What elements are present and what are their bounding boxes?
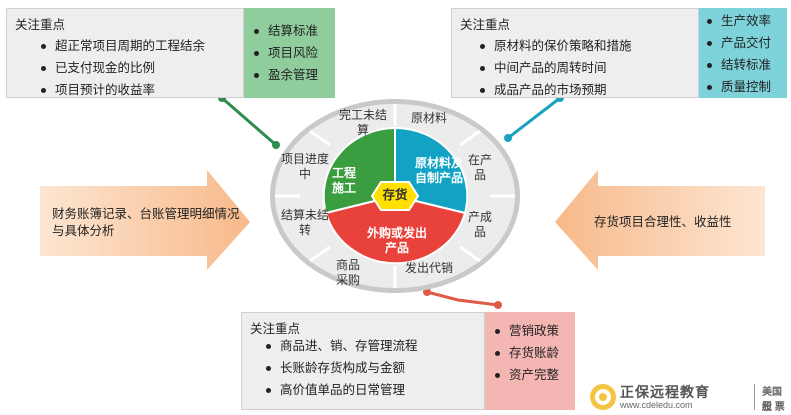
list-item: 高价值单品的日常管理 <box>266 379 418 401</box>
brand-watermark: 正保远程教育 www.cdeledu.com 美国纽 股 票 <box>586 380 791 415</box>
tag-list: 结算标准 项目风险 盈余管理 <box>254 20 318 86</box>
segment-label-consignment: 发出代销 <box>404 261 453 275</box>
brand-name: 正保远程教育 <box>620 384 710 400</box>
left-arrow-shape <box>40 170 250 270</box>
brand-extra-2: 股 票 <box>762 402 785 413</box>
focus-list: 超正常项目周期的工程结余 已支付现金的比例 项目预计的收益率 <box>41 35 205 101</box>
tag-item: 存货账龄 <box>495 342 559 364</box>
list-item: 超正常项目周期的工程结余 <box>41 35 205 57</box>
brand-divider <box>754 384 755 410</box>
tag-item: 营销政策 <box>495 320 559 342</box>
list-item: 长账龄存货构成与金额 <box>266 357 418 379</box>
focus-box-top-left: 关注重点 超正常项目周期的工程结余 已支付现金的比例 项目预计的收益率 <box>6 8 244 98</box>
focus-title: 关注重点 <box>15 18 66 32</box>
segment-label-work-in-progress: 在产品 <box>467 153 492 182</box>
list-item: 项目预计的收益率 <box>41 79 205 101</box>
tag-box-top-right: 生产效率 产品交付 结转标准 质量控制 <box>699 8 787 98</box>
core-label-outsourced: 外购或发出产品 <box>366 226 427 255</box>
list-item: 中间产品的周转时间 <box>480 57 632 79</box>
segment-label-purchasing: 商品采购 <box>335 258 360 287</box>
segment-label-settled-untransferred: 结算未结转 <box>280 208 329 237</box>
focus-box-bottom: 关注重点 商品进、销、存管理流程 长账龄存货构成与金额 高价值单品的日常管理 <box>241 312 485 410</box>
brand-extra-1: 美国纽 <box>762 387 782 413</box>
focus-title: 关注重点 <box>250 322 301 336</box>
brand-url: www.cdeledu.com <box>620 400 693 410</box>
tag-item: 盈余管理 <box>254 64 318 86</box>
list-item: 原材料的保价策略和措施 <box>480 35 632 57</box>
tag-item: 项目风险 <box>254 42 318 64</box>
tag-list: 生产效率 产品交付 结转标准 质量控制 <box>707 10 771 98</box>
tag-item: 结算标准 <box>254 20 318 42</box>
segment-label-finished-goods: 产成品 <box>467 210 492 239</box>
segment-label-raw-material: 原材料 <box>410 111 447 125</box>
tag-item: 结转标准 <box>707 54 771 76</box>
segment-label-in-progress: 项目进度中 <box>280 152 329 181</box>
left-arrow-text: 财务账簿记录、台账管理明细情况与具体分析 <box>52 207 240 238</box>
focus-title: 关注重点 <box>460 18 511 32</box>
tag-item: 产品交付 <box>707 32 771 54</box>
core-label-inventory: 存货 <box>382 188 408 202</box>
focus-box-top-right: 关注重点 原材料的保价策略和措施 中间产品的周转时间 成品产品的市场预期 <box>451 8 699 98</box>
core-label-construction: 工程施工 <box>331 166 356 195</box>
core-label-raw-made: 原材料及自制产品 <box>414 156 463 185</box>
tag-box-top-left: 结算标准 项目风险 盈余管理 <box>244 8 335 98</box>
list-item: 成品产品的市场预期 <box>480 79 632 101</box>
brand-logo-icon <box>590 384 616 410</box>
focus-list: 商品进、销、存管理流程 长账龄存货构成与金额 高价值单品的日常管理 <box>266 335 418 401</box>
center-hexagon <box>370 181 420 211</box>
focus-list: 原材料的保价策略和措施 中间产品的周转时间 成品产品的市场预期 <box>480 35 632 101</box>
list-item: 商品进、销、存管理流程 <box>266 335 418 357</box>
tag-item: 生产效率 <box>707 10 771 32</box>
right-arrow-shape <box>555 170 765 270</box>
right-arrow-text: 存货项目合理性、收益性 <box>594 215 732 229</box>
tag-list: 营销政策 存货账龄 资产完整 <box>495 320 559 386</box>
tag-item: 质量控制 <box>707 76 771 98</box>
tag-item: 资产完整 <box>495 364 559 386</box>
list-item: 已支付现金的比例 <box>41 57 205 79</box>
segment-label-completed-unsettled: 完工未结算 <box>338 108 387 137</box>
tag-box-bottom: 营销政策 存货账龄 资产完整 <box>485 312 575 410</box>
